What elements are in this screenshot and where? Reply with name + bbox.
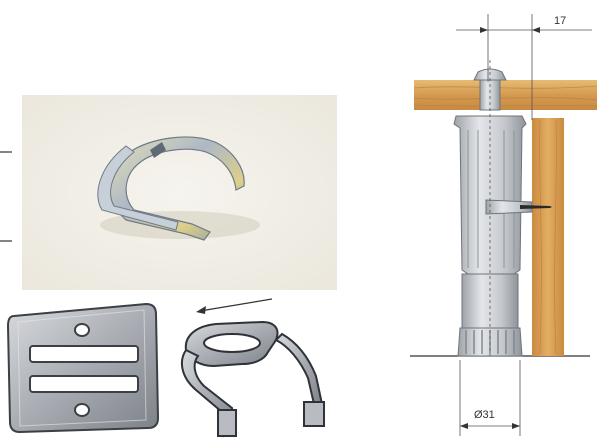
direction-arrow bbox=[196, 298, 273, 314]
mounting-plate bbox=[6, 302, 160, 434]
clip-drawing bbox=[180, 320, 325, 438]
cross-section bbox=[410, 60, 597, 357]
dimension-label-top: 17 bbox=[554, 15, 566, 27]
screw-icon bbox=[520, 205, 552, 209]
dimension-top: 17 bbox=[456, 14, 592, 120]
dimension-bottom: Ø31 bbox=[459, 360, 521, 436]
wooden-panel bbox=[532, 118, 564, 356]
dimension-label-diameter: Ø31 bbox=[474, 409, 495, 421]
clip-photo bbox=[22, 95, 337, 290]
wooden-board bbox=[414, 80, 597, 110]
